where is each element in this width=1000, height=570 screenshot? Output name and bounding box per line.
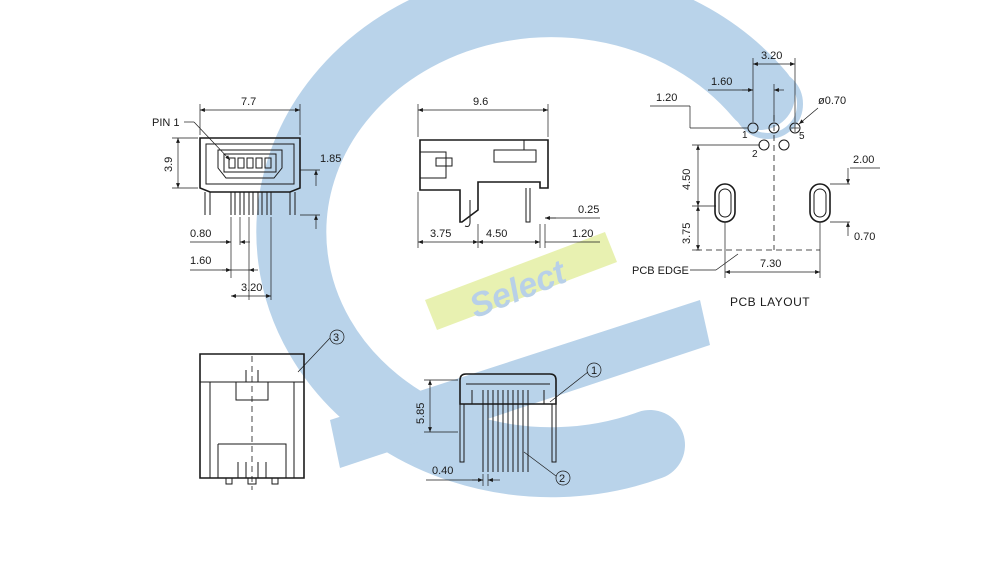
dim-bottom-height: 5.85 bbox=[415, 403, 427, 424]
bottom-view: 5.85 0.40 1 2 bbox=[415, 362, 602, 486]
label-pin-1: PIN 1 bbox=[152, 117, 180, 129]
pcb-hole-4 bbox=[778, 139, 790, 151]
pcb-dim-slot-gap: 0.70 bbox=[854, 231, 875, 243]
front-view: 7.7 3.9 PIN 1 1.85 0.80 1.60 3.20 bbox=[152, 96, 341, 300]
dim-bottom-pin-w: 0.40 bbox=[432, 465, 453, 477]
pcb-slot-right bbox=[809, 183, 831, 223]
dim-front-spacing-2: 3.20 bbox=[241, 282, 262, 294]
dim-front-spacing-1: 1.60 bbox=[190, 255, 211, 267]
pcb-pin-2-label: 2 bbox=[752, 149, 758, 160]
dim-side-d2: 4.50 bbox=[486, 228, 507, 240]
pcb-layout: 1 2 5 3.20 1.60 1.20 ø0.70 4.50 3.75 bbox=[632, 50, 880, 309]
pcb-edge-label: PCB EDGE bbox=[632, 265, 689, 277]
pcb-pin-1-label: 1 bbox=[742, 130, 748, 141]
rear-view: 3 bbox=[199, 329, 345, 490]
bottom-pins bbox=[482, 390, 529, 472]
pcb-hole-2 bbox=[758, 139, 770, 151]
watermark: Select R bbox=[256, 0, 803, 498]
pcb-dim-offset: 1.20 bbox=[656, 92, 677, 104]
pcb-dim-width: 7.30 bbox=[760, 258, 781, 270]
callout-2: 2 bbox=[559, 473, 565, 485]
watermark-ring bbox=[256, 0, 795, 498]
watermark-logo bbox=[733, 69, 803, 139]
pcb-hole-3 bbox=[768, 122, 780, 134]
dim-side-length: 9.6 bbox=[473, 96, 488, 108]
dim-front-depth: 1.85 bbox=[320, 153, 341, 165]
pcb-dim-half-span: 1.60 bbox=[711, 76, 732, 88]
callout-3: 3 bbox=[333, 332, 339, 344]
pcb-hole-5 bbox=[789, 122, 801, 134]
front-contacts bbox=[228, 157, 272, 169]
pcb-dim-hole-dia: ø0.70 bbox=[818, 95, 846, 107]
watermark-logo-letter: R bbox=[752, 85, 781, 129]
pcb-dim-slot-w: 2.00 bbox=[853, 154, 874, 166]
side-view: 9.6 3.75 4.50 0.25 1.20 bbox=[417, 96, 600, 248]
pcb-pin-5-label: 5 bbox=[799, 131, 805, 142]
callout-1: 1 bbox=[591, 365, 597, 377]
watermark-brand-text: Select bbox=[464, 253, 573, 326]
pcb-dim-v2: 3.75 bbox=[681, 223, 693, 244]
pcb-dim-top-span: 3.20 bbox=[761, 50, 782, 62]
dim-front-pitch: 0.80 bbox=[190, 228, 211, 240]
dim-side-d4: 1.20 bbox=[572, 228, 593, 240]
watermark-band bbox=[425, 232, 617, 330]
dim-front-width: 7.7 bbox=[241, 96, 256, 108]
pcb-layout-title: PCB LAYOUT bbox=[730, 295, 810, 309]
pcb-dim-v1: 4.50 bbox=[681, 169, 693, 190]
dim-side-d3: 0.25 bbox=[578, 204, 599, 216]
dim-side-d1: 3.75 bbox=[430, 228, 451, 240]
dim-front-height: 3.9 bbox=[163, 157, 175, 172]
pcb-slot-left bbox=[714, 183, 736, 223]
